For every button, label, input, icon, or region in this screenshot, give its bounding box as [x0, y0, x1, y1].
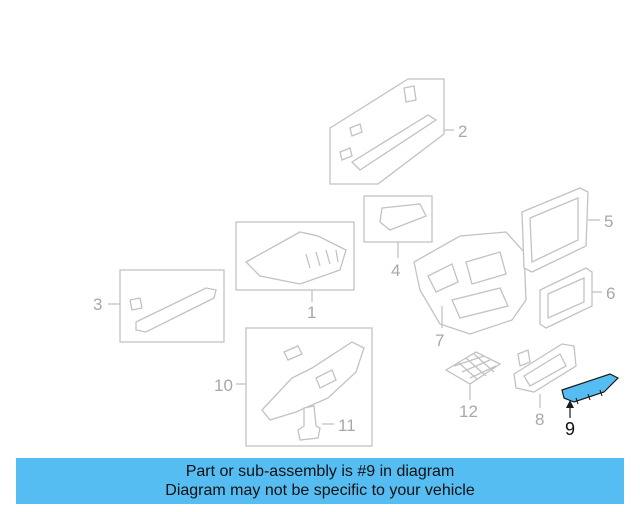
part-10-box: [245, 327, 373, 447]
part-5-frame: [521, 187, 589, 273]
callout-11: 11: [338, 416, 356, 435]
callout-1: 1: [307, 303, 316, 322]
banner-line-1: Part or sub-assembly is #9 in diagram: [185, 463, 455, 480]
part-12-grid: [453, 353, 497, 381]
part-1-group: 1: [235, 221, 355, 322]
part-2-trim: [350, 114, 438, 171]
part-7-detail-c: [451, 287, 509, 319]
part-6-frame: [539, 267, 593, 329]
callout-3: 3: [93, 295, 102, 314]
part-5-inner: [529, 197, 579, 264]
callout-9: 9: [565, 419, 575, 439]
part-2-clip-c: [339, 147, 353, 161]
part-3-clip: [129, 297, 143, 311]
info-banner: Part or sub-assembly is #9 in diagram Di…: [16, 458, 624, 504]
banner-line-2: Diagram may not be specific to your vehi…: [165, 482, 475, 499]
part-8-tab: [517, 349, 531, 367]
part-9-notches: [575, 389, 603, 405]
part-7-detail-b: [465, 251, 507, 285]
part-7-detail-a: [427, 263, 459, 293]
part-11-clip: [297, 405, 321, 441]
callout-4: 4: [391, 261, 400, 280]
part-1-ribs: [305, 249, 339, 269]
part-10-group: 10: [214, 327, 373, 447]
part-6-inner: [547, 276, 585, 320]
part-3-strip: [135, 287, 217, 333]
callout-10: 10: [214, 376, 233, 395]
part-1-box: [235, 221, 355, 291]
part-9-highlight: [561, 373, 620, 403]
part-2-clip: [403, 85, 417, 103]
part-4-shape: [379, 203, 427, 231]
part-2-box: [329, 78, 445, 185]
part-8-group: 8: [513, 343, 577, 429]
part-12-group: 12: [444, 351, 502, 421]
part-11-group: 11: [297, 405, 356, 441]
callout-12: 12: [459, 402, 478, 421]
part-1-bracket: [244, 231, 347, 285]
part-9-group: 9: [561, 373, 620, 439]
part-5-group: 5: [521, 187, 613, 273]
part-7-group: 7: [413, 231, 527, 350]
callout-2: 2: [458, 122, 467, 141]
part-4-group: 4: [363, 195, 433, 280]
part-8-inner: [523, 353, 567, 387]
callout-8: 8: [535, 410, 544, 429]
part-9-arrowhead: [566, 400, 574, 408]
part-2-clip-b: [349, 123, 363, 137]
callout-5: 5: [604, 212, 613, 231]
part-2-group: 2: [329, 78, 467, 185]
callout-7: 7: [435, 331, 444, 350]
part-10-panel: [261, 341, 365, 421]
callout-6: 6: [606, 284, 615, 303]
part-6-group: 6: [539, 267, 615, 329]
part-3-box: [119, 269, 225, 343]
part-10-detail: [283, 345, 337, 389]
part-3-group: 3: [93, 269, 225, 343]
